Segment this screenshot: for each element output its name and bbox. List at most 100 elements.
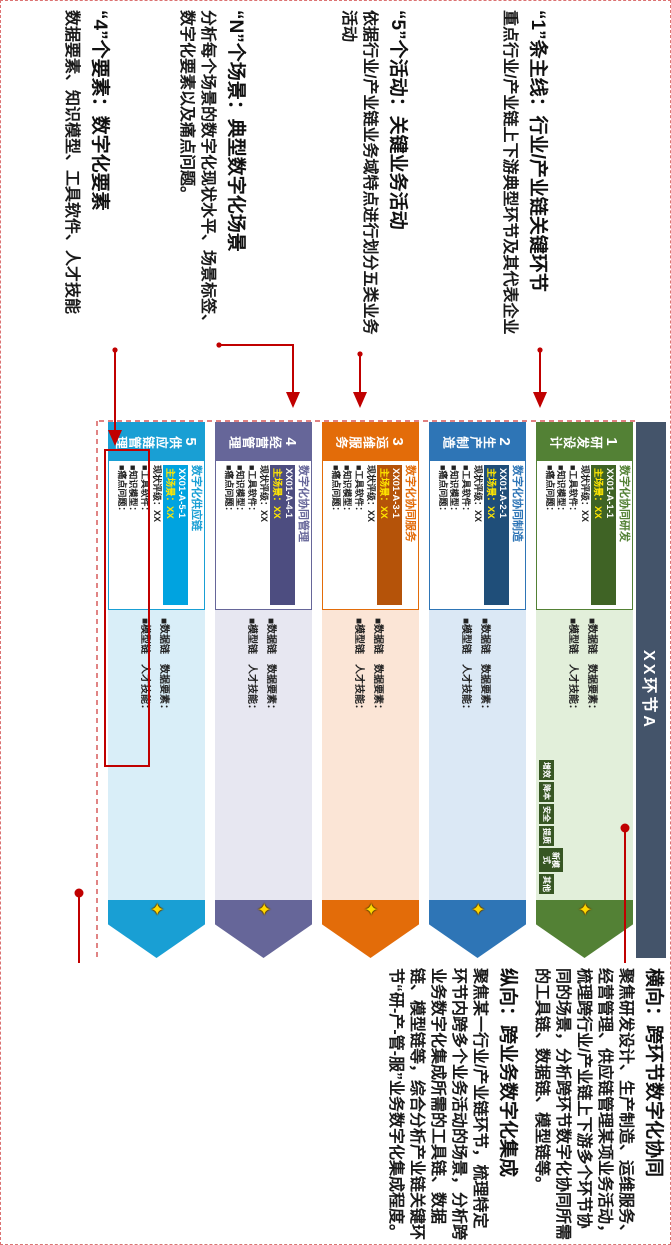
- star-icon: ✦: [468, 902, 488, 917]
- model-chain-label: ■模型链: [139, 618, 151, 655]
- tools-field: ■工具软件：: [140, 465, 151, 516]
- chain-list: ■数据链 ■模型链: [461, 618, 495, 654]
- scene-code: XX01-A-4-1: [283, 468, 294, 519]
- row-label-text: 5供应链管理: [114, 433, 199, 450]
- data-element-label: 数据要素：: [479, 664, 491, 715]
- arrow-tail: ✦: [322, 900, 419, 958]
- row-number-label: 5供应链管理: [108, 422, 205, 460]
- main-scene: 主场景：XX: [485, 468, 497, 519]
- talent-skill-label: 人才技能：: [460, 664, 472, 715]
- painpoint-field: ■痛点问题：: [437, 465, 448, 516]
- data-element-label: 数据要素：: [372, 664, 384, 715]
- tools-field: ■工具软件：: [247, 465, 258, 516]
- callout-title: “N”个场景：典型数字化场景: [225, 10, 246, 252]
- callout-body: 聚焦某一行业/产业链环节，梳理特定环节内跨多个业务活动的场景，分析跨业务数字化集…: [386, 968, 489, 1241]
- main-scene: 主场景：XX: [378, 468, 390, 519]
- status-rating: 现状评级：XX: [473, 465, 483, 523]
- callout-vertical: 纵向：跨业务数字化集成 聚焦某一行业/产业链环节，梳理特定环节内跨多个业务活动的…: [385, 968, 519, 1240]
- activity-row-production: 2生产制造 数字化协同制造 XX01-A-2-1 主场景：XX 现状评级：XX …: [429, 422, 526, 958]
- activity-row-service: 3运维服务 数字化协同服务 XX01-A-3-1 主场景：XX 现状评级：XX …: [322, 422, 419, 958]
- callout-main-line: “1”条主线：行业/产业链关键环节 重点行业/产业链上下游典型环节及其代表企业: [499, 10, 549, 340]
- model-chain-label: ■模型链: [246, 618, 258, 655]
- scenarios-arrow: [219, 344, 300, 408]
- talent-skill-label: 人才技能：: [353, 664, 365, 715]
- callout-body: 聚焦研发设计、生产制造、运维服务、经营管理、供应链管理某项业务活动，梳理跨行业/…: [532, 968, 635, 1241]
- status-rating: 现状评级：XX: [152, 465, 162, 523]
- data-chain-label: ■数据链: [479, 618, 491, 655]
- card-title: 数字化协同服务: [404, 465, 416, 542]
- painpoint-field: ■痛点问题：: [544, 465, 555, 516]
- activity-row-rd: 1研发设计 数字化协同研发 XX01-A-1-1 主场景：XX 现状评级：XX …: [536, 422, 633, 958]
- tag-other: 其他: [539, 874, 555, 894]
- callout-body: 重点行业/产业链上下游典型环节及其代表企业: [501, 10, 519, 335]
- talent-skill-label: 人才技能：: [567, 664, 579, 715]
- callout-elements: “4”个要素：数字化要素 数据要素、知识模型、工具软件、人才技能: [61, 10, 111, 340]
- row-number: 4: [282, 433, 299, 450]
- callout-body: 依据行业/产业链业务域特点进行划分五类业务活动: [340, 10, 379, 335]
- row-name: 经营管理: [228, 434, 282, 448]
- tag-newmodel: 新模式: [539, 848, 564, 872]
- data-chain-label: ■数据链: [265, 618, 277, 655]
- data-element-label: 数据要素：: [265, 664, 277, 715]
- data-chain-label: ■数据链: [158, 618, 170, 655]
- arrow-tail: ✦: [536, 900, 633, 958]
- card-title: 数字化供应链: [190, 465, 202, 531]
- painpoint-field: ■痛点问题：: [330, 465, 341, 516]
- data-chain-label: ■数据链: [372, 618, 384, 655]
- callout-horizontal: 横向：跨环节数字化协同 聚焦研发设计、生产制造、运维服务、经营管理、供应链管理某…: [531, 968, 665, 1240]
- knowledge-field: ■知识模型：: [342, 465, 353, 516]
- row-number: 3: [389, 433, 406, 450]
- element-list: 数据要素： 人才技能：: [568, 664, 602, 714]
- scene-code: XX01-A-2-1: [497, 468, 508, 519]
- chain-list: ■数据链 ■模型链: [354, 618, 388, 654]
- main-scene: 主场景：XX: [592, 468, 604, 519]
- scene-code-block: XX01-A-1-1 主场景：XX: [591, 465, 616, 605]
- scene-code-block: XX01-A-3-1 主场景：XX: [377, 465, 402, 605]
- chain-link-banner: XX环节A: [636, 422, 666, 958]
- row-extension: ■数据链 ■模型链 数据要素： 人才技能：: [429, 610, 526, 900]
- scene-card: 数字化协同管理 XX01-A-4-1 主场景：XX 现状评级：XX ■工具软件：…: [215, 460, 312, 610]
- scene-code: XX01-A-3-1: [390, 468, 401, 519]
- card-title: 数字化协同制造: [511, 465, 523, 542]
- activity-row-management: 4经营管理 数字化协同管理 XX01-A-4-1 主场景：XX 现状评级：XX …: [215, 422, 312, 958]
- row-number: 2: [496, 433, 513, 450]
- chain-list: ■数据链 ■模型链: [140, 618, 174, 654]
- row-name: 运维服务: [335, 434, 389, 448]
- row-label-text: 2生产制造: [442, 433, 513, 450]
- row-number: 5: [181, 433, 199, 450]
- status-rating: 现状评级：XX: [580, 465, 590, 523]
- callout-body: 数据要素、知识模型、工具软件、人才技能: [63, 10, 81, 315]
- scene-card: 数字化协同制造 XX01-A-2-1 主场景：XX 现状评级：XX ■工具软件：…: [429, 460, 526, 610]
- row-number: 1: [603, 433, 620, 450]
- element-list: 数据要素： 人才技能：: [354, 664, 388, 714]
- painpoint-field: ■痛点问题：: [116, 465, 127, 516]
- tools-field: ■工具软件：: [461, 465, 472, 516]
- tag-safety: 安全: [539, 804, 555, 824]
- callout-title: “1”条主线：行业/产业链关键环节: [527, 10, 548, 292]
- callout-title: “4”个要素：数字化要素: [89, 10, 110, 211]
- star-icon: ✦: [254, 902, 274, 917]
- element-list: 数据要素： 人才技能：: [140, 664, 174, 714]
- data-element-label: 数据要素：: [586, 664, 598, 715]
- scene-code-block: XX01-A-5-1 主场景：XX: [163, 465, 188, 605]
- main-scene: 主场景：XX: [164, 468, 176, 519]
- card-title: 数字化协同研发: [618, 465, 630, 542]
- chain-list: ■数据链 ■模型链: [247, 618, 281, 654]
- scene-code-block: XX01-A-4-1 主场景：XX: [270, 465, 295, 605]
- chain-list: ■数据链 ■模型链: [568, 618, 602, 654]
- tools-field: ■工具软件：: [568, 465, 579, 516]
- row-extension: ■数据链 ■模型链 数据要素： 人才技能： 增效 降本 安全 提质 新模式 其他: [536, 610, 633, 900]
- row-name: 生产制造: [442, 434, 496, 448]
- main-scene: 主场景：XX: [271, 468, 283, 519]
- row-label-text: 3运维服务: [335, 433, 406, 450]
- callout-title: 纵向：跨业务数字化集成: [497, 968, 518, 1178]
- row-extension: ■数据链 ■模型链 数据要素： 人才技能：: [322, 610, 419, 900]
- painpoint-field: ■痛点问题：: [223, 465, 234, 516]
- status-rating: 现状评级：XX: [259, 465, 269, 523]
- callout-activities: “5”个活动：关键业务活动 依据行业/产业链业务域特点进行划分五类业务活动: [338, 10, 409, 340]
- scene-card: 数字化协同服务 XX01-A-3-1 主场景：XX 现状评级：XX ■工具软件：…: [322, 460, 419, 610]
- scene-card: 数字化供应链 XX01-A-5-1 主场景：XX 现状评级：XX ■工具软件： …: [108, 460, 205, 610]
- arrow-tail: ✦: [108, 900, 205, 958]
- callout-title: “5”个活动：关键业务活动: [387, 10, 408, 230]
